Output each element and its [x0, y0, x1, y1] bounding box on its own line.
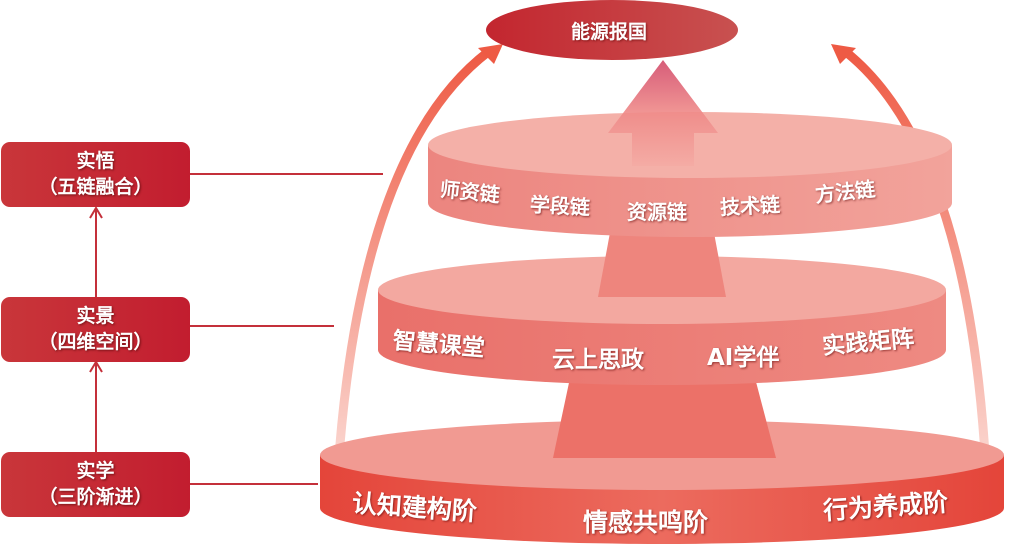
- goal-ellipse: [486, 0, 738, 60]
- connector-lines: [89, 173, 383, 485]
- goal-label: 能源报国: [571, 21, 648, 43]
- space-label: 云上思政: [552, 347, 644, 373]
- space-label: AI学伴: [707, 345, 780, 371]
- chain-label: 师资链: [438, 176, 501, 208]
- level-title: 实悟: [76, 150, 115, 172]
- left-arc-arrow: [333, 48, 491, 471]
- right-arc-arrowhead: [831, 44, 856, 64]
- level-subtitle: （四维空间）: [38, 331, 153, 353]
- level-title: 实学: [76, 460, 115, 482]
- chain-label: 技术链: [719, 192, 781, 220]
- up-arrow: [608, 60, 718, 166]
- left-arc-arrowhead: [478, 44, 503, 64]
- chain-label: 资源链: [627, 200, 687, 224]
- stage-label: 情感共鸣阶: [583, 508, 709, 537]
- right-arc-arrow: [843, 48, 991, 471]
- level-title: 实景: [76, 305, 115, 327]
- level-box-shiwu: 实悟 （五链融合）: [1, 142, 190, 207]
- level-box-shixue: 实学 （三阶渐进）: [1, 452, 190, 517]
- level-box-shijing: 实景 （四维空间）: [1, 297, 190, 362]
- level-subtitle: （五链融合）: [38, 176, 153, 198]
- arrow-segment-lower: [553, 378, 776, 458]
- chain-label: 学段链: [529, 192, 591, 220]
- level-subtitle: （三阶渐进）: [38, 486, 153, 508]
- arrow-segment-middle: [598, 222, 726, 297]
